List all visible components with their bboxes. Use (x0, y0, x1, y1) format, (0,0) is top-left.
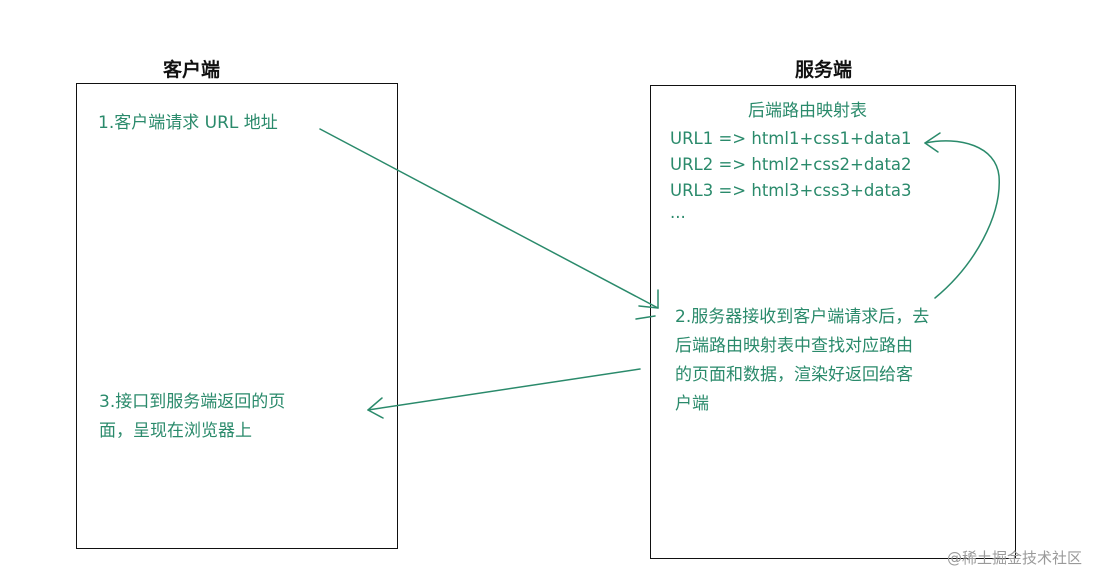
server-title: 服务端 (795, 59, 853, 81)
client-step3-line: 3.接口到服务端返回的页 (99, 392, 286, 412)
client-step1-text: 1.客户端请求 URL 地址 (98, 113, 278, 133)
lookup-arrow (924, 140, 1000, 299)
response-arrowhead (367, 397, 384, 419)
server-step2-line: 户端 (675, 394, 709, 414)
client-title: 客户端 (163, 59, 221, 81)
server-step2-line: 后端路由映射表中查找对应路由 (675, 336, 913, 356)
route-mapping-row: URL3 => html3+css3+data3 (670, 181, 912, 200)
route-table-title: 后端路由映射表 (748, 101, 867, 121)
client-step3-line: 面，呈现在浏览器上 (99, 421, 252, 441)
server-step2-text: 2.服务器接收到客户端请求后，去 后端路由映射表中查找对应路由 的页面和数据，渲… (675, 303, 929, 419)
route-mapping-row: URL2 => html2+css2+data2 (670, 155, 912, 174)
route-mapping-row: URL1 => html1+css1+data1 (670, 129, 912, 148)
server-step2-line: 2.服务器接收到客户端请求后，去 (675, 307, 930, 327)
client-step3-text: 3.接口到服务端返回的页 面，呈现在浏览器上 (99, 388, 285, 446)
request-arrow (319, 128, 659, 309)
watermark-text: @稀土掘金技术社区 (946, 549, 1082, 567)
response-arrow (367, 368, 641, 411)
response-origin-tick (635, 315, 656, 320)
server-step2-line: 的页面和数据，渲染好返回给客 (675, 365, 913, 385)
server-box (650, 85, 1016, 559)
route-mapping-ellipsis: ... (670, 203, 686, 222)
lookup-arrowhead (924, 132, 941, 153)
request-arrowhead (638, 289, 659, 309)
client-box (76, 83, 398, 549)
